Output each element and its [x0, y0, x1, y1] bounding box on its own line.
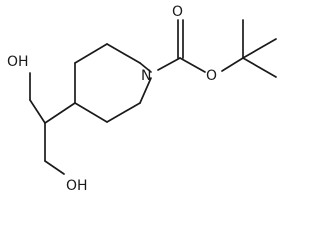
bond-tbu-methyl-right — [242, 38, 277, 59]
bond-c4-ch — [44, 102, 76, 124]
bonds — [29, 19, 277, 175]
ring-bond-n-c2-link — [139, 62, 152, 73]
atom-labels: OH OH N O O — [7, 4, 217, 194]
bond-ester-o-tbu — [221, 57, 244, 72]
ring-bond-c5-c6 — [106, 102, 141, 123]
ring-bond-n-c2 — [106, 43, 141, 64]
ring-bond-c4-c5 — [74, 102, 108, 123]
bond-carbonyl-ester-o — [179, 57, 206, 73]
hydroxyl-bottom-label: OH — [66, 178, 88, 194]
ring-bond-c6-n — [139, 77, 152, 104]
ring-bond-c2-c3 — [74, 43, 108, 64]
ester-oxygen-label: O — [206, 68, 217, 84]
ring-nitrogen-label: N — [141, 68, 151, 84]
carbonyl-oxygen-label: O — [172, 4, 183, 20]
structure-canvas: OH OH N O O — [7, 4, 277, 194]
bond-ch-ch2-top — [29, 99, 46, 124]
bond-tbu-methyl-down — [242, 57, 277, 78]
bond-ch2-bottom-oh — [44, 160, 65, 175]
molecule-structure: OH OH N O O — [7, 4, 277, 194]
hydroxyl-top-label: OH — [7, 54, 29, 70]
bond-n-carbonyl — [157, 57, 181, 71]
